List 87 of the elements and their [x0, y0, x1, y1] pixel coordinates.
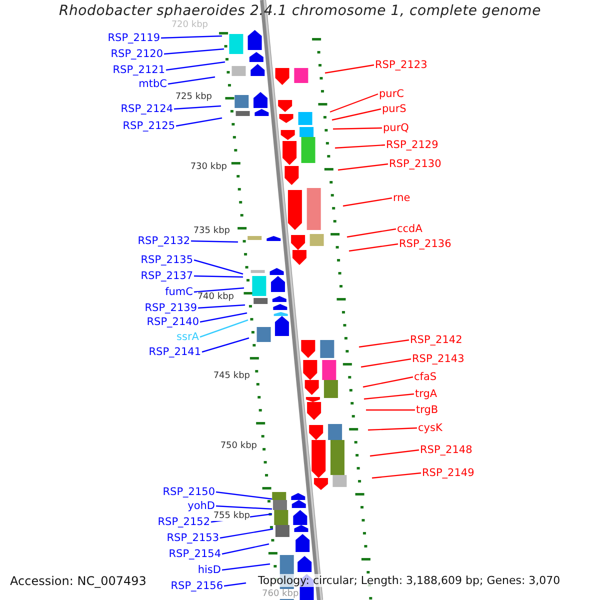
gene-label: RSP_2142 — [410, 334, 462, 346]
leader-line — [370, 449, 420, 457]
accession-note: Accession: NC_007493 — [10, 574, 146, 588]
gene-label: RSP_2152 — [158, 516, 210, 528]
gene-label: trgB — [416, 404, 438, 416]
gene-label: RSP_2137 — [140, 270, 193, 282]
position-label: 760 kbp — [262, 589, 299, 599]
leader-line — [324, 64, 374, 74]
gene-label: cysK — [418, 422, 442, 434]
leader-line — [346, 228, 396, 238]
leader-line — [164, 48, 224, 55]
leader-line — [166, 61, 226, 71]
gene-label: RSP_2143 — [412, 353, 464, 365]
leader-line — [362, 376, 414, 388]
leader-line — [174, 105, 222, 110]
position-label: 730 kbp — [190, 162, 227, 172]
title: Rhodobacter sphaeroides 2.4.1 chromosome 1, complete genome — [58, 3, 542, 19]
leader-line — [338, 163, 388, 171]
gene-label: RSP_2120 — [110, 48, 163, 60]
leader-line — [194, 275, 244, 278]
gene-label: RSP_2132 — [138, 235, 190, 247]
position-label: 755 kbp — [213, 511, 250, 521]
gene-label: trgA — [415, 388, 438, 400]
gene-label: RSP_2154 — [168, 548, 221, 560]
gene-label: yohD — [188, 500, 215, 512]
leader-line — [332, 108, 382, 121]
gene-label: purC — [379, 88, 404, 100]
gene-label: RSP_2140 — [146, 316, 199, 328]
position-label: 735 kbp — [193, 226, 230, 236]
gene-label: RSP_2153 — [166, 532, 219, 544]
gene-label: RSP_2150 — [162, 486, 215, 498]
leader-line — [366, 409, 415, 411]
leader-line — [160, 35, 222, 39]
gene-label: cfaS — [414, 371, 437, 383]
leader-line — [194, 259, 244, 275]
gene-label: RSP_2125 — [122, 120, 175, 132]
leader-line — [194, 287, 244, 293]
leader-line — [348, 243, 398, 252]
leader-line — [220, 528, 274, 539]
gene-label: hisD — [198, 564, 221, 576]
gene-label: ssrA — [176, 331, 199, 343]
gene-label: RSP_2141 — [148, 346, 201, 358]
leader-line — [372, 472, 422, 479]
leader-line — [222, 543, 270, 555]
leader-line — [190, 240, 238, 243]
gene-label: ccdA — [397, 223, 422, 235]
leader-line — [202, 337, 250, 353]
gene-label: RSP_2149 — [422, 467, 474, 479]
gene-label: RSP_2139 — [144, 302, 197, 314]
gene-label: RSP_2121 — [112, 64, 165, 76]
position-label: 740 kbp — [197, 292, 234, 302]
leader-line — [216, 491, 272, 500]
gene-label: RSP_2129 — [386, 139, 438, 151]
leader-line — [358, 339, 410, 348]
leader-line — [342, 197, 392, 207]
gene-label: RSP_2123 — [375, 59, 428, 71]
gene-label: purS — [382, 103, 406, 115]
leader-line — [176, 117, 222, 127]
leader-line — [360, 358, 412, 368]
gene-label: RSP_2124 — [120, 103, 173, 115]
gene-label: RSP_2130 — [389, 158, 442, 170]
genome-summary: Topology: circular; Length: 3,188,609 bp; Genes: 3,070 — [258, 574, 560, 587]
gene-label: rne — [393, 192, 410, 204]
leader-line — [332, 127, 382, 130]
leader-line — [330, 93, 378, 113]
leader-line — [224, 582, 246, 587]
gene-label: RSP_2119 — [108, 32, 160, 44]
position-label: 720 kbp — [171, 20, 208, 30]
position-label: 725 kbp — [175, 92, 212, 102]
leader-line — [198, 304, 246, 309]
leader-line — [216, 505, 272, 510]
gene-label: RSP_2136 — [399, 238, 452, 250]
gene-label: fumC — [165, 286, 193, 298]
position-label: 745 kbp — [213, 371, 250, 381]
gene-label: mtbC — [138, 78, 167, 90]
leader-line — [168, 76, 216, 85]
leader-line — [200, 319, 248, 338]
position-label: 750 kbp — [220, 441, 257, 451]
gene-label: RSP_2135 — [140, 254, 193, 266]
gene-label: RSP_2156 — [170, 580, 223, 592]
gene-label: RSP_2148 — [420, 444, 472, 456]
leader-line — [200, 312, 248, 323]
gene-label: purQ — [383, 122, 409, 134]
leader-line — [334, 144, 386, 149]
leader-line — [368, 427, 418, 431]
leader-line — [364, 393, 414, 400]
leader-line — [222, 563, 270, 571]
